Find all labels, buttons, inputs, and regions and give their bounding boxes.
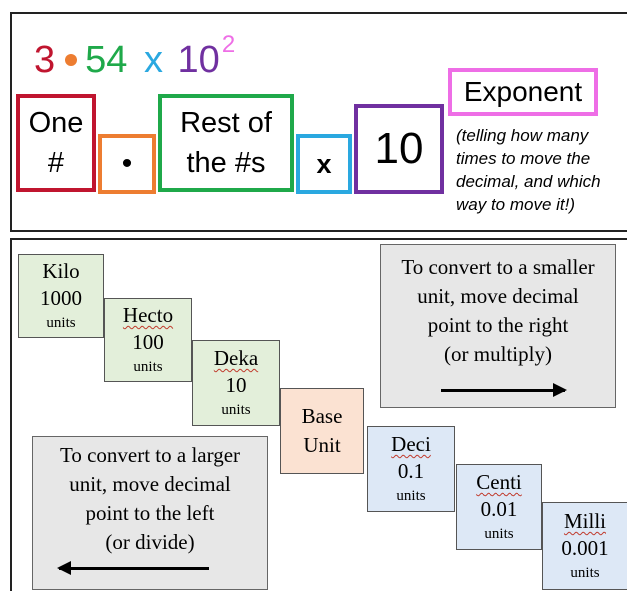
convert-larger-text: To convert to a larger unit, move decima… [59, 443, 241, 554]
rest-digits-label: Rest of the #s [180, 107, 272, 179]
exponent-label: Exponent [463, 76, 583, 107]
unit-units: units [133, 359, 163, 375]
unit-name: Hecto [122, 303, 174, 327]
arrow-right-icon [441, 383, 567, 397]
unit-box-kilo: Kilo 1000 units [18, 254, 104, 338]
rest-digits-box: Rest of the #s [158, 94, 294, 192]
convert-smaller-note: To convert to a smaller unit, move decim… [380, 244, 616, 408]
unit-name: Milli [563, 509, 606, 533]
unit-units: units [570, 565, 600, 581]
unit-box-centi: Centi 0.01 units [456, 464, 542, 550]
unit-box-deka: Deka 10 units [192, 340, 280, 426]
unit-value: 10 [225, 373, 247, 397]
times-label: x [316, 149, 332, 179]
unit-box-base: Base Unit [280, 388, 364, 474]
unit-box-deci: Deci 0.1 units [367, 426, 455, 512]
unit-box-milli: Milli 0.001 units [542, 502, 627, 590]
example-base: 10 [177, 39, 220, 81]
example-exponent: 2 [221, 31, 236, 58]
unit-units: units [221, 402, 251, 418]
unit-name: Deci [391, 432, 431, 456]
times-box: x [296, 134, 352, 194]
unit-value: 0.001 [561, 536, 609, 560]
exponent-note: (telling how many times to move the deci… [456, 126, 601, 214]
base-ten-box: 10 [354, 104, 444, 194]
decimal-point-dot-icon [65, 53, 78, 66]
convert-larger-note: To convert to a larger unit, move decima… [32, 436, 268, 590]
unit-value: 100 [132, 330, 164, 354]
one-digit-label: One # [28, 107, 84, 179]
unit-value: 1000 [40, 286, 82, 310]
unit-value: 0.01 [480, 497, 518, 521]
metric-conversion-panel: Kilo 1000 units Hecto 100 units Deka 10 … [10, 238, 627, 591]
example-rest: 54 [85, 39, 128, 81]
example-times: x [143, 39, 163, 81]
unit-box-hecto: Hecto 100 units [104, 298, 192, 382]
unit-units: units [484, 526, 514, 542]
decimal-point-label: • [121, 147, 133, 180]
example-digit: 3 [34, 39, 56, 81]
unit-name: Base Unit [301, 404, 343, 457]
unit-name: Centi [476, 470, 522, 494]
unit-units: units [46, 315, 76, 331]
decimal-point-box: • [98, 134, 156, 194]
one-digit-box: One # [16, 94, 96, 192]
scientific-notation-example: 3 54 x 102 [34, 20, 235, 85]
convert-smaller-text: To convert to a smaller unit, move decim… [401, 255, 595, 366]
exponent-box: Exponent [448, 68, 598, 116]
arrow-left-icon [57, 561, 209, 575]
base-ten-label: 10 [374, 124, 424, 173]
unit-value: 0.1 [397, 459, 425, 483]
unit-units: units [396, 488, 426, 504]
unit-name: Kilo [42, 259, 80, 283]
unit-name: Deka [213, 346, 259, 370]
